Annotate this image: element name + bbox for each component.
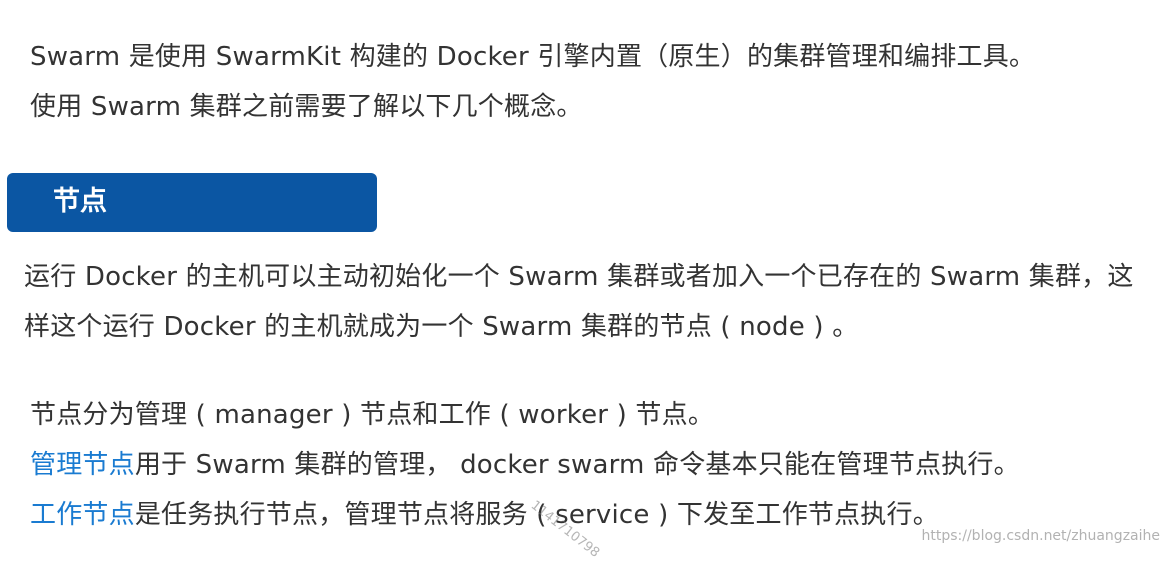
url-watermark: https://blog.csdn.net/zhuangzaihe	[921, 528, 1161, 544]
intro-line-1: Swarm 是使用 SwarmKit 构建的 Docker 引擎内置（原生）的集…	[30, 42, 1036, 72]
worker-node-line: 工作节点是任务执行节点，管理节点将服务 ( service ) 下发至工作节点执…	[30, 498, 939, 532]
paragraph-2-line-1: 节点分为管理 ( manager ) 节点和工作 ( worker ) 节点。	[30, 400, 715, 430]
intro-line-2: 使用 Swarm 集群之前需要了解以下几个概念。	[30, 92, 583, 122]
manager-node-line: 管理节点用于 Swarm 集群的管理， docker swarm 命令基本只能在…	[30, 448, 1020, 482]
section-title: 节点	[53, 186, 107, 217]
paragraph-1-line-1: 运行 Docker 的主机可以主动初始化一个 Swarm 集群或者加入一个已存在…	[24, 262, 1134, 292]
worker-node-text: 是任务执行节点，管理节点将服务 ( service ) 下发至工作节点执行。	[134, 500, 939, 530]
manager-node-text: 用于 Swarm 集群的管理， docker swarm 命令基本只能在管理节点…	[134, 450, 1020, 480]
paragraph-1-line-2: 样这个运行 Docker 的主机就成为一个 Swarm 集群的节点 ( node…	[24, 312, 859, 342]
manager-node-link[interactable]: 管理节点	[30, 450, 135, 480]
section-header: 节点	[7, 173, 377, 232]
worker-node-link[interactable]: 工作节点	[30, 500, 135, 530]
